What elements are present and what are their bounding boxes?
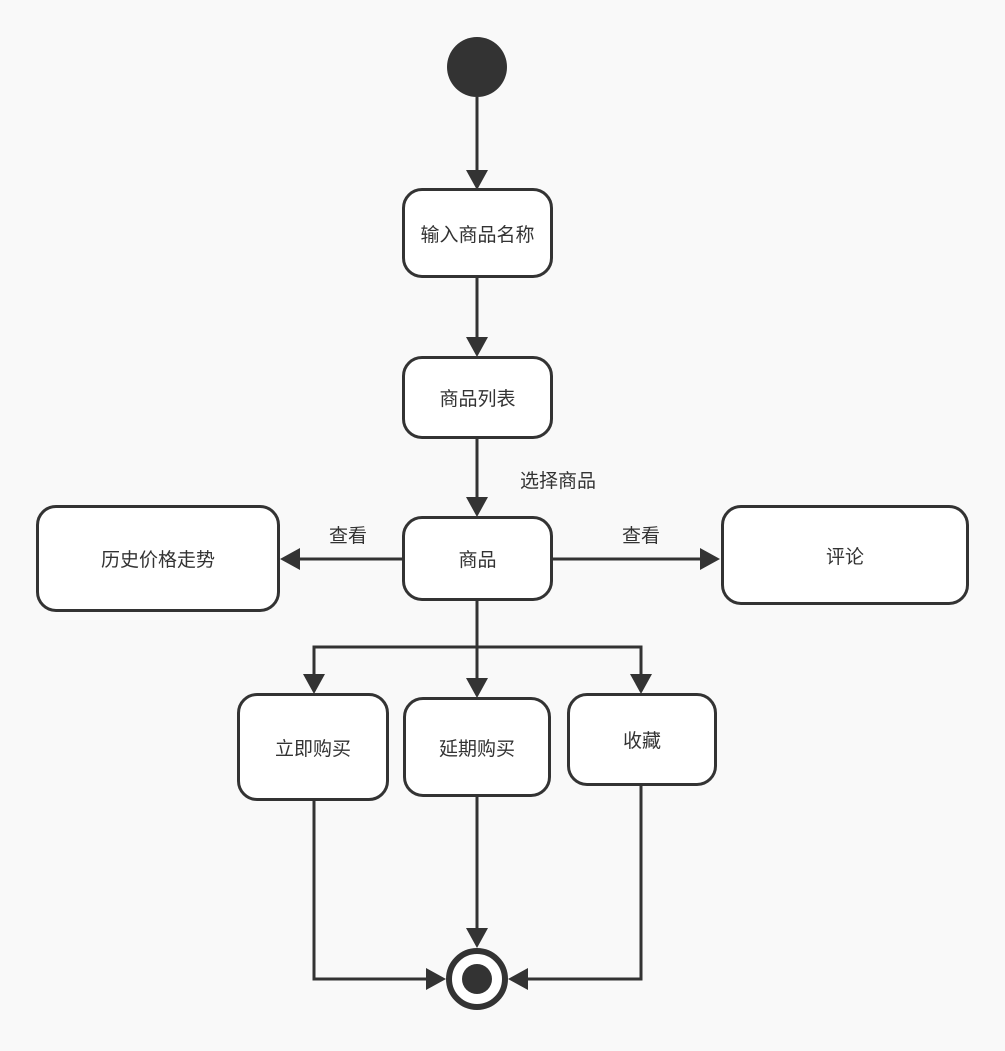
final-node-dot (462, 964, 492, 994)
node-comments[interactable]: 评论 (721, 505, 969, 605)
node-input-name-label: 输入商品名称 (420, 223, 535, 246)
edge-label-select-product: 选择商品 (520, 470, 597, 492)
edge-favorite-to-end (526, 784, 643, 981)
arrow-buy-later-end (466, 928, 488, 948)
node-favorite-label: 收藏 (622, 730, 661, 752)
edge-label-view-left: 查看 (329, 525, 368, 547)
arrow-favorite-end (508, 968, 528, 990)
node-price-history[interactable]: 历史价格走势 (36, 505, 280, 612)
arrow-to-buy-now (303, 674, 325, 694)
node-favorite[interactable]: 收藏 (567, 693, 717, 786)
node-input-name[interactable]: 输入商品名称 (402, 188, 553, 278)
arrow-to-list (466, 337, 488, 357)
arrow-to-favorite (630, 674, 652, 694)
node-price-history-label: 历史价格走势 (100, 549, 215, 571)
node-comments-label: 评论 (825, 545, 864, 568)
arrow-to-input (466, 170, 488, 190)
arrow-to-buy-later (466, 678, 488, 698)
node-buy-now[interactable]: 立即购买 (237, 693, 389, 801)
edge-branch-bar (312, 645, 643, 676)
arrow-buy-now-end (426, 968, 446, 990)
initial-node (447, 37, 507, 97)
node-buy-later[interactable]: 延期购买 (403, 697, 551, 797)
arrow-to-product (466, 497, 488, 517)
node-product-list[interactable]: 商品列表 (402, 356, 553, 439)
node-buy-now-label: 立即购买 (274, 737, 351, 760)
node-product-label: 商品 (458, 549, 497, 571)
arrow-to-history (280, 548, 300, 570)
arrow-to-comments (700, 548, 720, 570)
node-buy-later-label: 延期购买 (438, 737, 515, 760)
edge-label-view-right: 查看 (622, 525, 661, 547)
edge-buy-now-to-end (312, 799, 428, 981)
node-product[interactable]: 商品 (402, 516, 553, 601)
node-product-list-label: 商品列表 (439, 388, 516, 410)
